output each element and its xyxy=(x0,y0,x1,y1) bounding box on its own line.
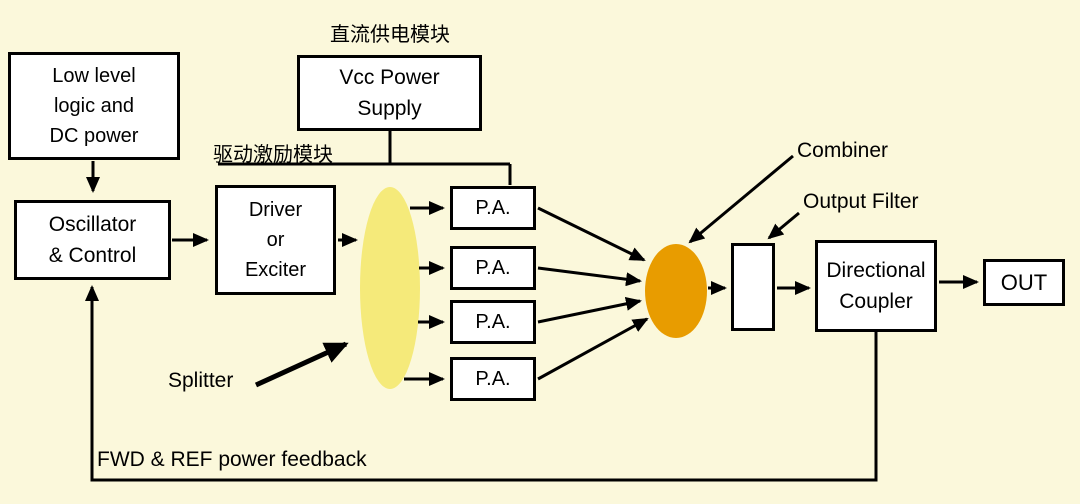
dc-supply-module-cn-label: 直流供电模块 xyxy=(330,24,450,46)
arrow-pa1-to-combiner xyxy=(537,206,646,262)
oscillator-control-block: Oscillator & Control xyxy=(14,200,171,280)
vcc-feed-line xyxy=(218,131,512,185)
driver-line2: or xyxy=(266,229,285,251)
low-level-line3: DC power xyxy=(49,125,139,147)
output-filter-label-pointer xyxy=(767,211,800,240)
splitter-ellipse xyxy=(360,187,420,389)
out-label: OUT xyxy=(1000,270,1048,295)
pa4-label: P.A. xyxy=(475,368,511,390)
arrow-pa4-to-combiner xyxy=(537,317,649,381)
driver-exciter-block: Driver or Exciter xyxy=(215,185,336,295)
combiner-ellipse xyxy=(645,244,707,338)
arrow-pa2-to-combiner xyxy=(537,266,642,287)
arrow-pa3-to-combiner xyxy=(537,296,642,324)
output-filter-label: Output Filter xyxy=(803,190,919,213)
combiner-label-pointer xyxy=(688,154,794,244)
driver-module-cn-label: 驱动激励模块 xyxy=(213,144,333,166)
pa3-label: P.A. xyxy=(475,311,511,333)
directional-coupler-block: Directional Coupler xyxy=(815,240,937,332)
low-level-line2: logic and xyxy=(53,95,135,117)
low-level-logic-block: Low level logic and DC power xyxy=(8,52,180,160)
coupler-line1: Directional xyxy=(826,258,926,282)
vcc-line1: Vcc Power xyxy=(339,65,440,89)
oscillator-line2: & Control xyxy=(48,244,137,267)
vcc-power-supply-block: Vcc Power Supply xyxy=(297,55,482,131)
low-level-line1: Low level xyxy=(52,65,136,87)
pa-block-4: P.A. xyxy=(450,357,536,401)
feedback-label: FWD & REF power feedback xyxy=(97,448,367,471)
vcc-line2: Supply xyxy=(357,97,422,120)
feedback-loop-line xyxy=(85,285,878,482)
splitter-label-pointer xyxy=(254,341,349,388)
pa-block-2: P.A. xyxy=(450,246,536,290)
combiner-label: Combiner xyxy=(797,139,889,162)
out-block: OUT xyxy=(983,259,1065,306)
pa-block-3: P.A. xyxy=(450,300,536,344)
pa2-label: P.A. xyxy=(475,257,511,279)
pa-block-1: P.A. xyxy=(450,186,536,230)
pa1-label: P.A. xyxy=(475,197,511,219)
coupler-line2: Coupler xyxy=(839,290,913,313)
driver-line3: Exciter xyxy=(244,259,307,281)
oscillator-line1: Oscillator xyxy=(48,212,137,236)
output-filter-block xyxy=(731,243,775,331)
splitter-label: Splitter xyxy=(168,369,234,392)
driver-line1: Driver xyxy=(248,199,303,221)
